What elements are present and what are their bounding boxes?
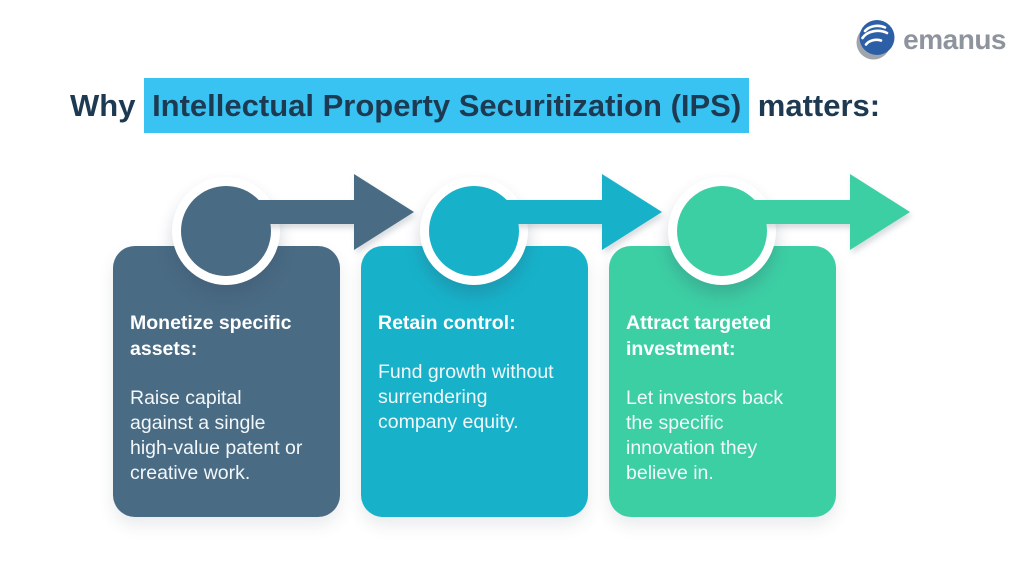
step-monetize-assets: Monetize specific assets: Raise capital … (113, 170, 414, 517)
title-highlight: Intellectual Property Securitization (IP… (144, 78, 750, 133)
step-card: Attract targeted investment: Let investo… (609, 246, 836, 517)
step-circle (429, 186, 519, 276)
title-prefix: Why (70, 87, 145, 123)
step-circle (677, 186, 767, 276)
step-body: Raise capital against a single high-valu… (130, 387, 303, 484)
step-heading: Attract targeted investment: (626, 312, 772, 360)
logo-text: emanus (903, 23, 1006, 55)
step-attract-investment: Attract targeted investment: Let investo… (609, 170, 910, 517)
step-card: Monetize specific assets: Raise capital … (113, 246, 340, 517)
logo: emanus (854, 18, 1006, 61)
step-body: Let investors back the specific innovati… (626, 387, 784, 484)
step-card: Retain control: Fund growth without surr… (361, 246, 588, 517)
emanus-globe-icon (856, 20, 895, 60)
step-circle (181, 186, 271, 276)
step-retain-control: Retain control: Fund growth without surr… (361, 170, 662, 517)
page-title: Why Intellectual Property Securitization… (70, 78, 880, 133)
step-heading: Retain control: (378, 312, 516, 334)
step-heading: Monetize specific assets: (130, 312, 292, 360)
step-body: Fund growth without surrendering company… (378, 361, 554, 433)
title-suffix: matters: (749, 87, 881, 123)
